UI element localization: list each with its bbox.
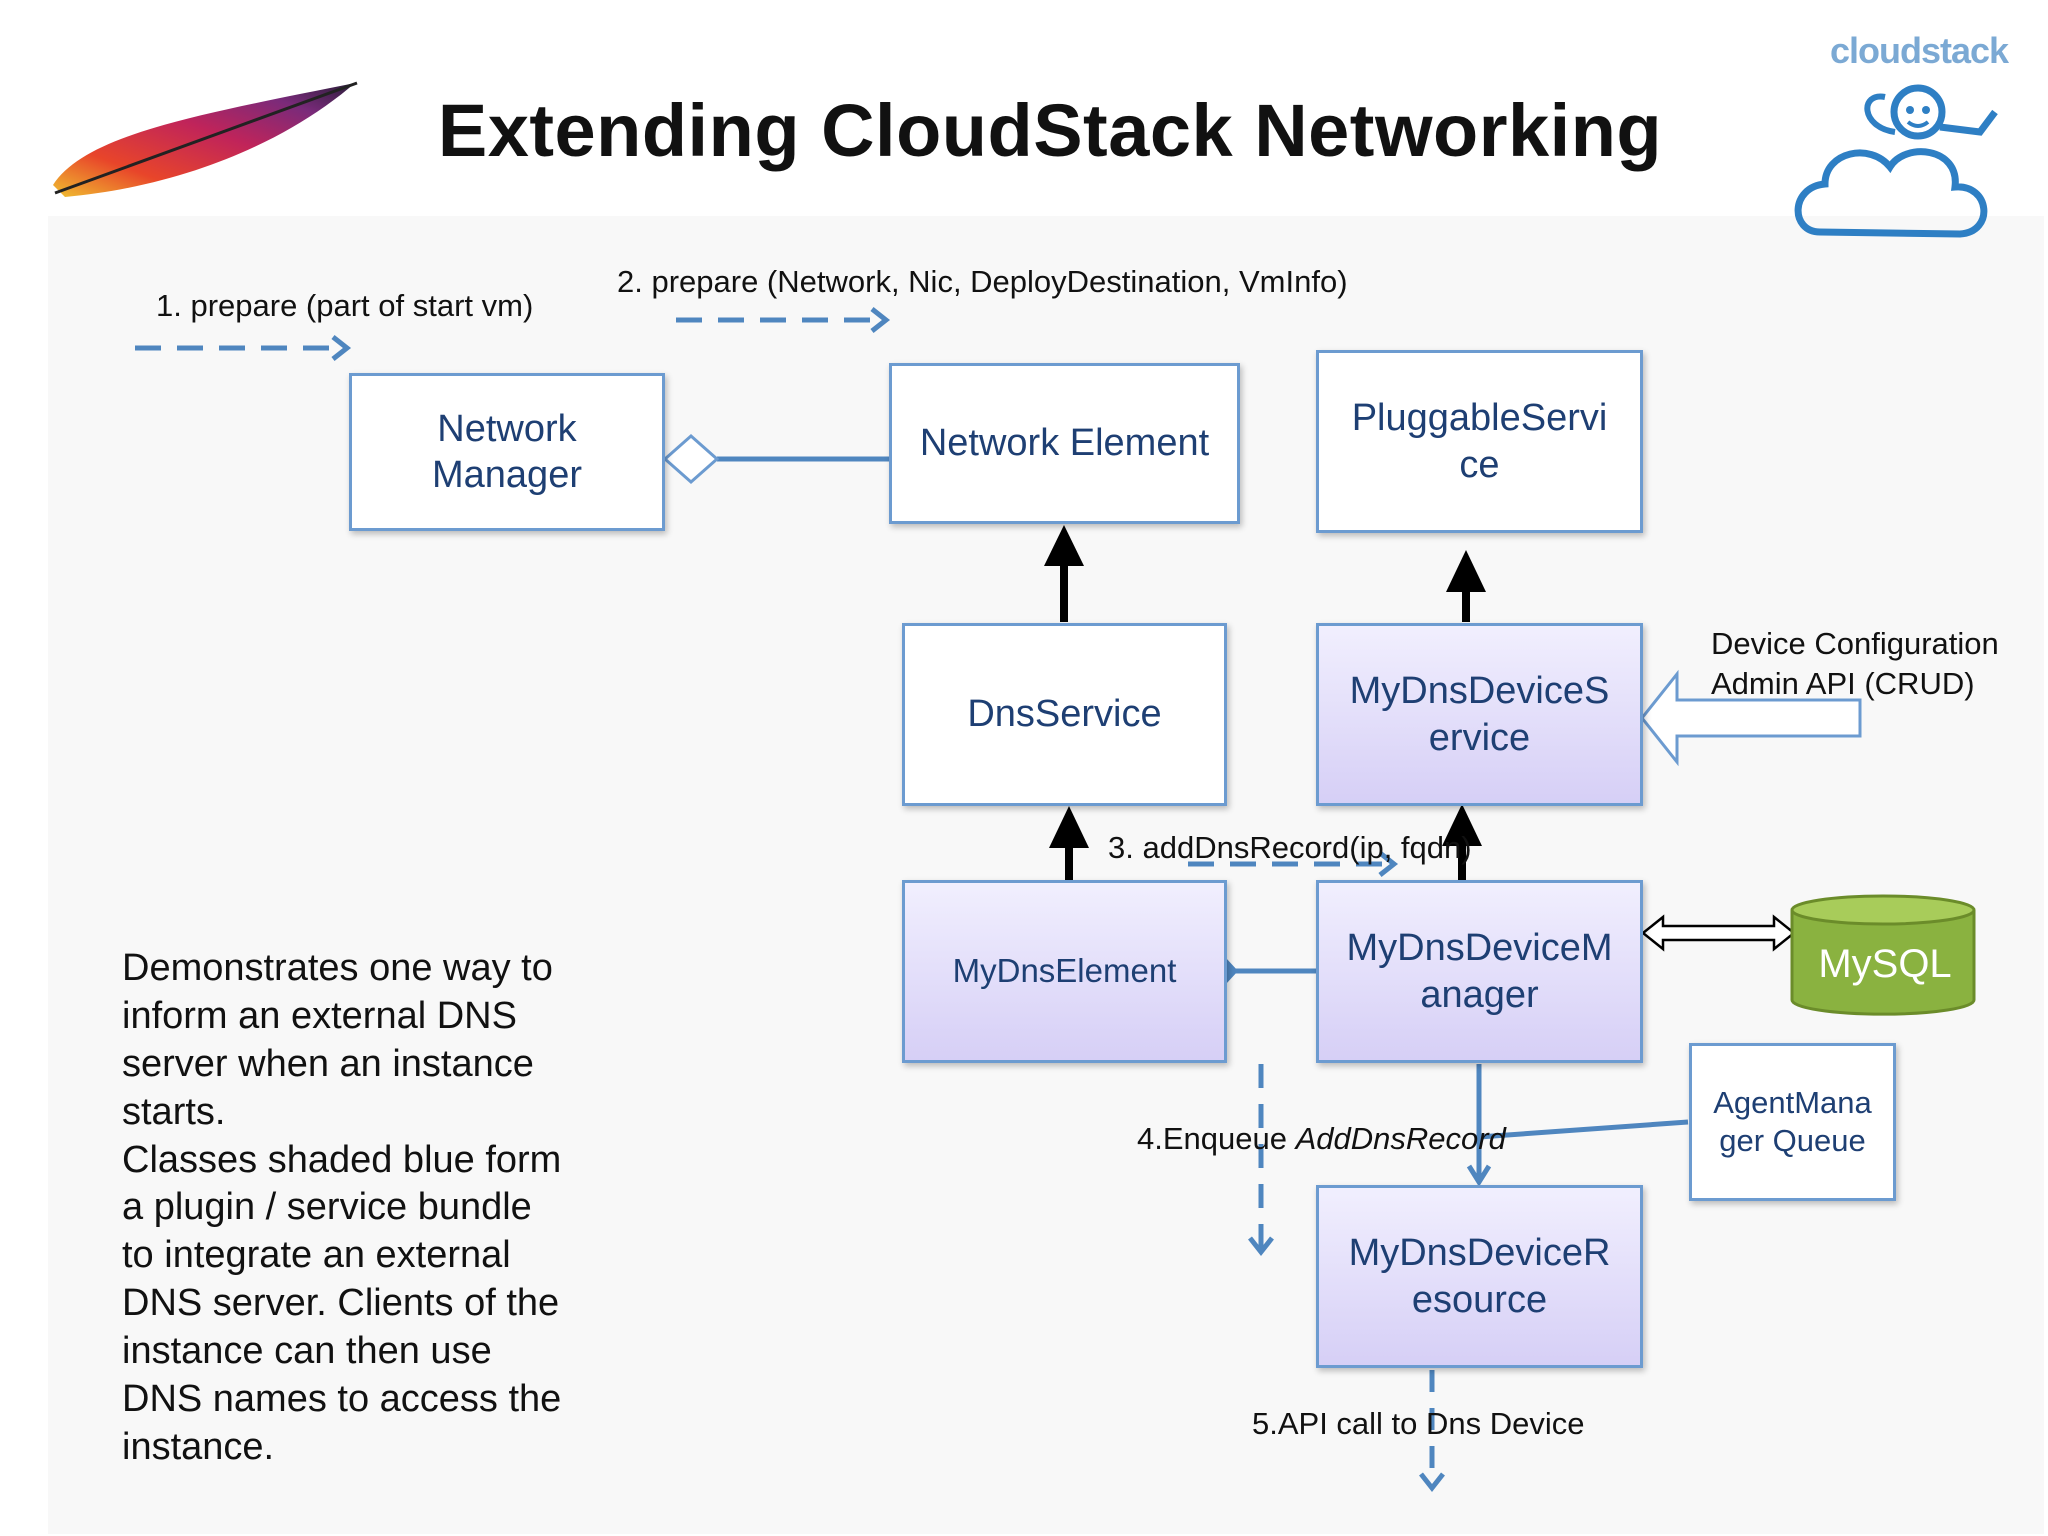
page-title: Extending CloudStack Networking [437, 89, 1663, 172]
network-element-box: Network Element [889, 363, 1240, 524]
admin-api-arrow [1640, 669, 1862, 767]
my-dns-device-manager-box: MyDnsDeviceM anager [1316, 880, 1643, 1063]
aggregation-diamond [662, 433, 720, 485]
my-dns-element-box: MyDnsElement [902, 880, 1227, 1063]
agent-queue-line [1478, 1119, 1689, 1140]
description-text: Demonstrates one way to inform an extern… [122, 947, 562, 1468]
admin-api-label: Device Configuration Admin API (CRUD) [1711, 626, 1999, 701]
step4-label: 4.Enqueue AddDnsRecord [1137, 1121, 1506, 1157]
step5-label: 5.API call to Dns Device [1252, 1406, 1585, 1441]
mysql-double-arrow [1640, 914, 1797, 952]
cloudstack-wordmark: cloudstack [1830, 30, 2009, 71]
step2-label: 2. prepare (Network, Nic, DeployDestinat… [617, 264, 1348, 299]
step4-label-prefix: 4.Enqueue [1137, 1121, 1296, 1156]
apache-feather-logo [53, 81, 358, 197]
step3-label: 3. addDnsRecord(ip, fqdn) [1108, 830, 1472, 865]
network-manager-box: Network Manager [349, 373, 665, 531]
cloudstack-monkey-cloud-logo [1794, 84, 1998, 238]
my-dns-device-service-box: MyDnsDeviceS ervice [1316, 623, 1643, 806]
my-dns-device-resource-box: MyDnsDeviceR esource [1316, 1185, 1643, 1368]
pluggable-service-box: PluggableServi ce [1316, 350, 1643, 533]
mysql-cylinder [1790, 894, 1976, 1016]
dns-service-box: DnsService [902, 623, 1227, 806]
step4-label-message: AddDnsRecord [1295, 1121, 1506, 1156]
agent-manager-queue-box: AgentMana ger Queue [1689, 1043, 1896, 1201]
mysql-label: MySQL [1818, 942, 1952, 986]
step1-label: 1. prepare (part of start vm) [156, 288, 534, 323]
